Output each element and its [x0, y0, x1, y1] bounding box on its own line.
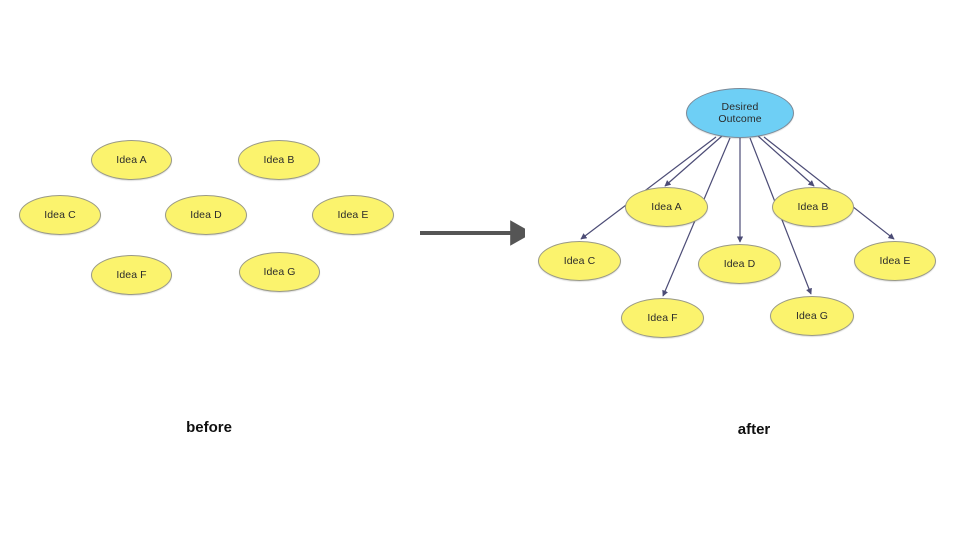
edge-outcome-to-a — [664, 135, 723, 187]
node-label: Idea A — [651, 201, 682, 213]
node-label: Idea D — [190, 209, 222, 221]
before-node-idea-g[interactable]: Idea G — [239, 252, 320, 292]
node-label: Idea D — [723, 258, 756, 270]
node-label-line1: Desired — [721, 101, 759, 113]
before-node-idea-d[interactable]: Idea D — [165, 195, 247, 235]
node-label: Idea F — [116, 269, 147, 281]
node-label: Idea E — [879, 255, 911, 267]
after-node-idea-g[interactable]: Idea G — [770, 296, 854, 336]
node-label: Idea C — [44, 209, 76, 221]
before-node-idea-a[interactable]: Idea A — [91, 140, 172, 180]
node-label-line2: Outcome — [718, 113, 762, 125]
node-label: Idea E — [337, 209, 369, 221]
node-label: Idea G — [795, 310, 829, 322]
node-label: Idea B — [797, 201, 829, 213]
after-node-idea-a[interactable]: Idea A — [625, 187, 708, 227]
after-node-idea-c[interactable]: Idea C — [538, 241, 621, 281]
right-arrow-icon — [420, 220, 525, 246]
node-label: Idea C — [563, 255, 596, 267]
node-label: Idea B — [263, 154, 295, 166]
before-node-idea-f[interactable]: Idea F — [91, 255, 172, 295]
after-node-idea-d[interactable]: Idea D — [698, 244, 781, 284]
node-label: Idea G — [263, 266, 296, 278]
node-label: Idea A — [116, 154, 147, 166]
node-label: Idea F — [647, 312, 678, 324]
after-node-idea-f[interactable]: Idea F — [621, 298, 704, 338]
before-node-idea-b[interactable]: Idea B — [238, 140, 320, 180]
before-node-idea-e[interactable]: Idea E — [312, 195, 394, 235]
after-node-idea-e[interactable]: Idea E — [854, 241, 936, 281]
before-section-label: before — [186, 419, 232, 436]
before-node-idea-c[interactable]: Idea C — [19, 195, 101, 235]
edge-outcome-to-b — [757, 135, 815, 187]
node-label: Desired Outcome — [718, 101, 761, 125]
after-node-desired-outcome[interactable]: Desired Outcome — [686, 88, 794, 138]
after-section-label: after — [737, 421, 771, 438]
after-node-idea-b[interactable]: Idea B — [772, 187, 854, 227]
